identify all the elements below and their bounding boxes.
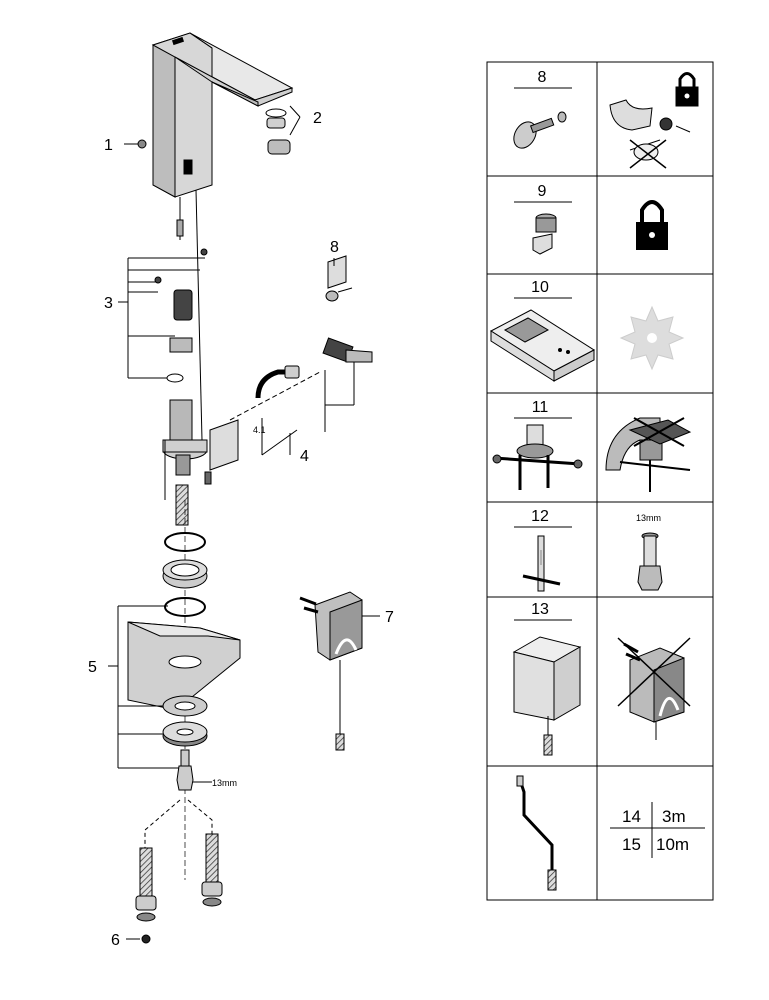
cable-length-15: 10m	[656, 835, 689, 854]
valve-body	[162, 399, 239, 526]
row-13: 13	[512, 601, 691, 756]
power-adapter	[299, 591, 380, 751]
item-12-socket	[637, 532, 663, 591]
row-12-number: 12	[531, 508, 549, 525]
mounting-assembly	[118, 248, 208, 383]
spare-parts-table	[486, 61, 714, 901]
row-9: 9	[514, 183, 668, 255]
cable-item-15: 15	[622, 835, 641, 854]
row-12-tool-size: 13mm	[636, 513, 661, 523]
cable-item-14: 14	[622, 807, 641, 826]
item-9-lock-icon	[636, 200, 668, 250]
row-13-number: 13	[531, 601, 549, 618]
callout-6: 6	[111, 932, 120, 949]
item-8-cap-and-screw	[513, 111, 567, 149]
gaskets	[162, 532, 208, 617]
set-screw	[124, 139, 147, 149]
row-12: 12 13mm	[514, 508, 663, 592]
cable-length-table	[610, 802, 705, 858]
callout-1: 1	[104, 137, 113, 154]
basin-section	[108, 605, 241, 769]
row-cable: 14 3m 15 10m	[516, 775, 705, 891]
hose-connector	[229, 337, 373, 456]
row-11: 11	[492, 399, 692, 492]
row-11-number: 11	[532, 399, 549, 416]
callout-2: 2	[313, 110, 322, 127]
connection-hoses	[126, 799, 223, 944]
cable-length-14: 3m	[662, 807, 686, 826]
item-11-valve-assembly	[492, 424, 583, 490]
item-12-tool	[522, 535, 561, 592]
item-8-locked-bracket	[609, 72, 699, 169]
item-9-cartridge	[532, 213, 557, 255]
item-13-battery-box	[512, 636, 582, 756]
faucet-body	[151, 32, 294, 441]
item-10-control-box	[490, 309, 595, 382]
threaded-rod	[176, 749, 212, 791]
callout-5: 5	[88, 659, 97, 676]
row-9-number: 9	[538, 183, 547, 200]
wrench-size-label: 13mm	[212, 778, 237, 788]
aerator-parts	[265, 105, 301, 155]
row-8-number: 8	[538, 69, 547, 86]
fixing-plate	[162, 695, 208, 747]
cable-illustration	[516, 775, 557, 891]
callout-3: 3	[104, 295, 113, 312]
item-10-gear-icon	[619, 305, 685, 371]
item-11-crossed-out-icon	[605, 417, 692, 492]
callout-4: 4	[300, 448, 309, 465]
cartridge-item-8	[325, 255, 353, 302]
item-13-adapter-crossed-out-icon	[617, 637, 691, 740]
callout-8: 8	[330, 239, 339, 256]
row-10: 10	[490, 279, 685, 382]
callout-4-1: 4.1	[253, 425, 266, 435]
row-10-number: 10	[531, 279, 549, 296]
row-8: 8	[513, 69, 699, 169]
callout-7: 7	[385, 609, 394, 626]
